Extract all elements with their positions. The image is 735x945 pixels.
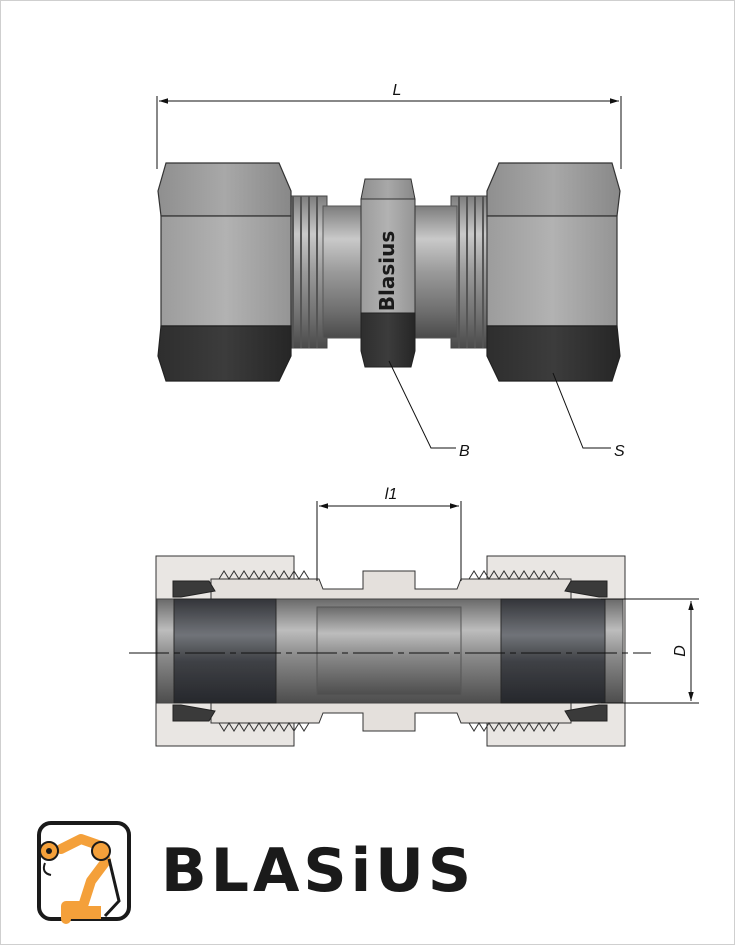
dimension-d: D	[601, 598, 699, 704]
left-tube-end	[173, 598, 277, 704]
dimension-d-label: D	[672, 645, 689, 657]
robot-arm-icon	[37, 821, 131, 924]
left-thread	[286, 195, 328, 349]
section-view: l1 D	[129, 486, 699, 747]
dimension-l-label: L	[393, 82, 402, 99]
right-tube-end	[500, 598, 606, 704]
leader-s: S	[552, 372, 625, 460]
ferrules	[172, 580, 608, 722]
right-thread	[450, 195, 492, 349]
leader-b-label: B	[459, 443, 470, 460]
left-nut-hex	[157, 162, 292, 382]
dimension-l1-label: l1	[385, 486, 397, 503]
body-marking-text: Blasius	[375, 231, 399, 312]
section-threads	[218, 570, 560, 732]
body-hex: Blasius	[360, 178, 416, 368]
dimension-l: L	[156, 82, 622, 169]
brand-logo: BLASiUS	[37, 821, 475, 924]
leader-s-label: S	[614, 443, 625, 460]
brand-wordmark: BLASiUS	[161, 836, 475, 906]
dimension-l1: l1	[316, 486, 462, 581]
right-nut-hex	[486, 162, 621, 382]
external-view: Blasius L B S	[156, 82, 625, 460]
leader-b: B	[388, 360, 470, 460]
